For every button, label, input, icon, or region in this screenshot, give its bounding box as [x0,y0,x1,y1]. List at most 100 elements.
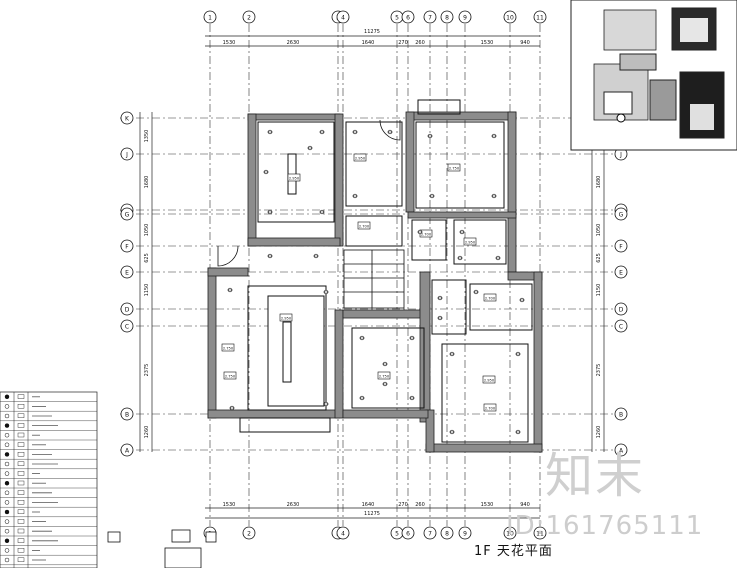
dimension-label: 625 [596,253,602,263]
downlight [267,253,273,259]
dimension-lines [139,35,605,519]
legend-symbol [4,519,10,524]
downlight [382,381,388,387]
column-axis-bubble-6: 6 [401,10,415,24]
legend-symbol [17,509,25,514]
downlight [409,395,415,401]
column-axis-bubble-7: 7 [423,10,437,24]
overall-dimension-bottom: 11275 [364,511,380,517]
dimension-label: 1680 [144,176,150,189]
ceiling-height-value: 2.750 [449,167,460,171]
row-axis-label: K [125,116,130,123]
legend-symbol [17,480,25,486]
legend-symbol [4,509,10,515]
downlight [359,395,365,401]
column-axis-label: 9 [463,531,467,538]
column-axis-bubble-5: 5 [390,10,404,24]
ceiling-height-value: 2.950 [465,241,476,245]
column-axis-label: 2 [247,15,251,22]
column-axis-bubble-1: 1 [203,10,217,24]
row-axis-markers: KKJJHHGGFFEEDDCCBBAA [120,111,628,457]
dimension-label: 1640 [362,40,375,46]
legend-symbol [17,557,25,562]
legend-symbol [4,500,10,505]
ceiling-height-tag: 2.700 [483,403,497,412]
downlight [427,133,433,139]
row-axis-bubble-F: F [120,239,134,253]
legend-symbol [17,528,25,534]
column-axis-label: 9 [463,15,467,22]
column-axis-label: 7 [428,15,432,22]
column-axis-bubble-11: 11 [533,526,547,540]
dimension-label: 1260 [144,426,150,439]
row-axis-label: G [125,212,130,219]
row-axis-label: A [125,448,130,455]
row-axis-label: G [619,212,624,219]
legend-symbol [17,404,25,409]
column-axis-bubble-4: 4 [336,10,350,24]
dimension-label: 1350 [144,130,150,143]
downlight [491,133,497,139]
dimension-label: 270 [398,40,408,46]
column-axis-bubble-9: 9 [458,526,472,540]
drawing-title: 1F 天花平面 [474,544,553,559]
row-axis-label: C [619,324,623,331]
legend-symbol [4,557,10,563]
downlight [352,193,358,199]
downlight [267,209,273,215]
column-axis-bubble-8: 8 [440,526,454,540]
column-axis-label: 11 [536,15,544,22]
dimension-label: 1150 [144,284,150,297]
downlight [495,255,501,261]
row-axis-label: E [125,270,129,277]
ceiling-height-tag: 2.950 [353,153,367,162]
column-axis-label: 8 [445,15,449,22]
legend-symbol [4,538,10,544]
downlight [387,129,393,135]
room-ceilings [239,99,533,443]
dimension-label: 1050 [596,224,602,237]
legend-symbol [4,471,10,476]
linear-light-fixtures [267,153,325,407]
row-axis-label: F [619,244,623,251]
ceiling-height-value: 2.950 [281,317,292,321]
column-axis-label: 6 [406,15,410,22]
ceiling-height-tag: 2.950 [287,173,301,182]
legend-symbol [4,528,10,534]
legend-symbol [4,548,10,553]
legend-symbol [17,423,25,428]
downlight [323,401,329,407]
ceiling-height-tag: 2.700 [357,221,371,230]
row-axis-bubble-E: E [120,265,134,279]
legend-symbol [17,461,25,466]
row-axis-bubble-K: K [120,111,134,125]
legend-symbol [17,548,25,553]
downlight [263,169,269,175]
walls [207,111,543,453]
column-axis-label: 10 [506,15,514,22]
ceiling-height-tag: 2.950 [279,313,293,322]
key-plan [570,0,737,151]
door-swings [217,119,401,267]
room-ceiling-height-labels: 2.950 2.950 2.750 2.700 2.700 2.950 2.950 2.750… [221,153,497,412]
column-axis-bubble-4: 4 [336,526,350,540]
ceiling-height-value: 2.750 [223,347,234,351]
legend-symbol [17,538,25,543]
ceiling-height-tag: 2.750 [377,371,391,380]
row-axis-label: C [125,324,129,331]
legend-symbol [4,442,10,448]
dimension-label: 1680 [596,176,602,189]
dimension-label: 625 [144,253,150,263]
downlight [227,287,233,293]
staircase [343,249,405,309]
column-axis-bubble-8: 8 [440,10,454,24]
column-axis-label: 4 [341,15,345,22]
dimension-label: 1530 [481,40,494,46]
watermark-id: ID:161765111 [506,511,704,541]
column-axis-bubble-5: 5 [390,526,404,540]
column-axis-label: 8 [445,531,449,538]
column-axis-bubble-7: 7 [423,526,437,540]
row-axis-bubble-J: J [120,147,134,161]
dimension-label: 2630 [287,502,300,508]
